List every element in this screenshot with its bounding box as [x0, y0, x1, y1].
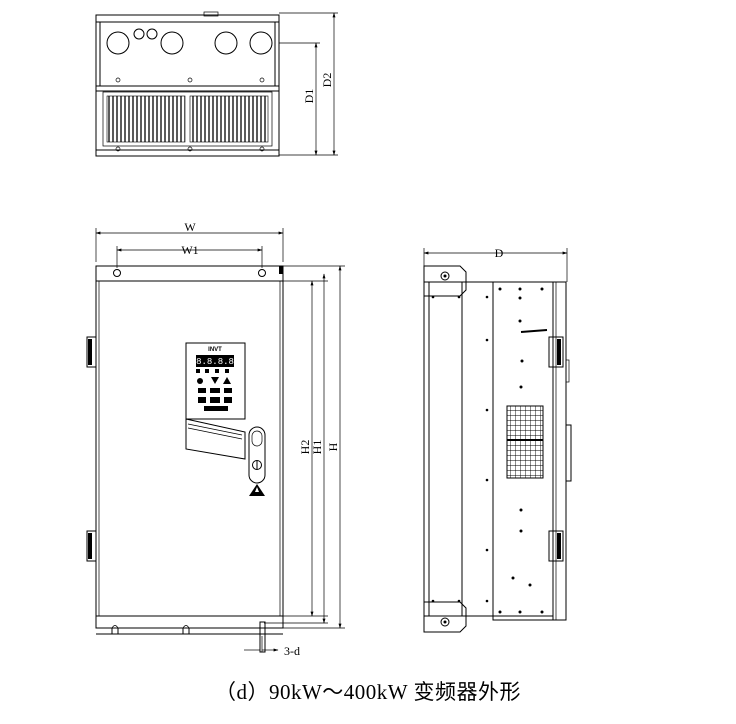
- top-view: D1 D2: [95, 11, 338, 157]
- panel-display: 8.8.8.8: [196, 357, 234, 367]
- w-label: W: [184, 220, 196, 234]
- panel-logo: INVT: [208, 347, 222, 353]
- d2-label: D2: [320, 73, 334, 88]
- h1-label: H1: [310, 440, 324, 455]
- h2-label: H2: [298, 440, 312, 455]
- h-label: H: [326, 442, 340, 451]
- d-label: D: [495, 246, 504, 260]
- d1-label: D1: [302, 89, 316, 104]
- side-view: D: [423, 246, 572, 633]
- holes-label: 3-d: [284, 644, 300, 658]
- front-view: W W1 INVT 8.8.8.8: [86, 220, 345, 658]
- figure-caption: （d）90kW～400kW 变频器外形: [214, 680, 521, 704]
- w1-label: W1: [181, 243, 198, 257]
